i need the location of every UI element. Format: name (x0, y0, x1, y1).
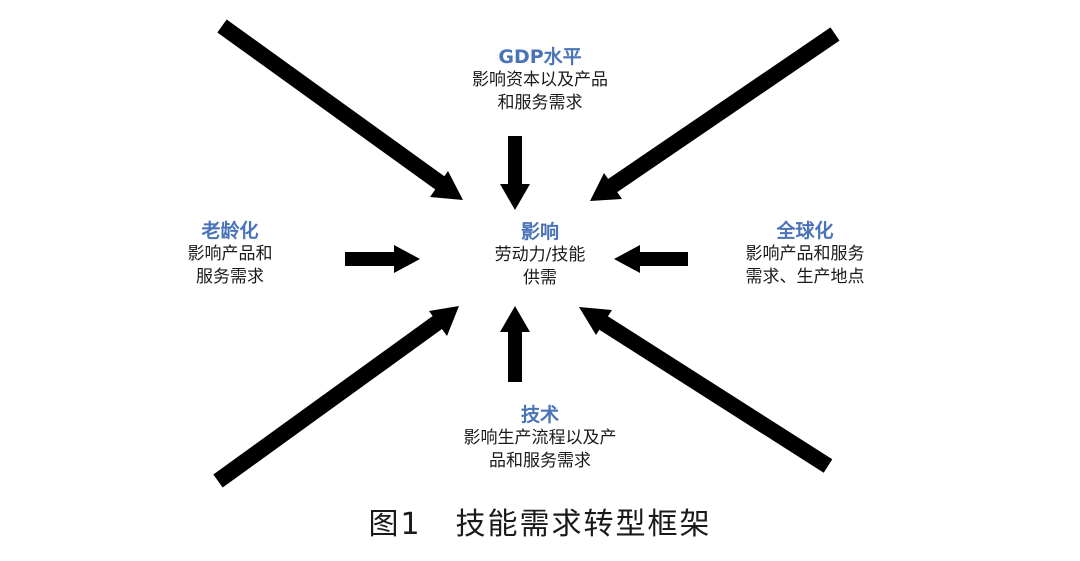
node-gdp-level: GDP水平 影响资本以及产品 和服务需求 (380, 45, 700, 115)
node-technology-desc: 影响生产流程以及产 品和服务需求 (463, 428, 617, 471)
node-globalization: 全球化 影响产品和服务 需求、生产地点 (690, 219, 920, 289)
figure-number: 图1 (368, 507, 422, 542)
arrow-bottom-left (213, 306, 459, 488)
arrow-top-right (590, 27, 840, 201)
node-globalization-title: 全球化 (776, 220, 834, 242)
arrow-bottom-right (579, 307, 833, 473)
node-aging-title: 老龄化 (201, 220, 259, 242)
arrow-top-left (217, 19, 463, 200)
node-technology-title: 技术 (520, 404, 559, 426)
node-technology: 技术 影响生产流程以及产 品和服务需求 (370, 403, 710, 473)
arrow-top (500, 136, 530, 210)
arrow-bottom (500, 306, 530, 382)
node-aging: 老龄化 影响产品和 服务需求 (140, 219, 320, 289)
figure-title: 技能需求转型框架 (455, 507, 712, 542)
node-gdp-level-title: GDP水平 (498, 46, 582, 68)
figure-caption: 图1 技能需求转型框架 (0, 505, 1080, 545)
node-globalization-desc: 影响产品和服务 需求、生产地点 (745, 244, 865, 287)
arrow-left (345, 245, 420, 273)
node-center-desc: 劳动力/技能 供需 (494, 245, 586, 288)
node-gdp-level-desc: 影响资本以及产品 和服务需求 (472, 70, 608, 113)
node-center-impact: 影响 劳动力/技能 供需 (420, 220, 660, 290)
node-aging-desc: 影响产品和 服务需求 (187, 244, 273, 287)
node-center-title: 影响 (520, 221, 559, 243)
arrow-right (614, 245, 688, 273)
